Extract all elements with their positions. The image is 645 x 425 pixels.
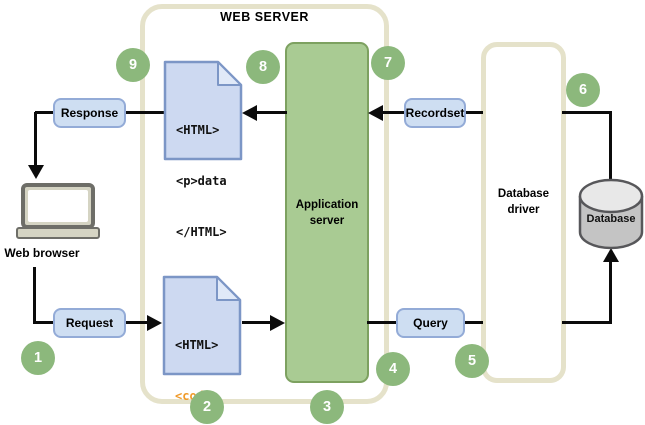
step-badge-1: 1 bbox=[21, 341, 55, 375]
flow-line bbox=[123, 111, 164, 114]
arrowhead-left-icon bbox=[242, 105, 257, 121]
arrowhead-right-icon bbox=[270, 315, 285, 331]
flow-line bbox=[34, 112, 37, 166]
flow-line bbox=[609, 111, 612, 181]
html-response-document-icon: <HTML> <p>data </HTML> bbox=[163, 60, 243, 239]
document-shape-icon bbox=[163, 60, 243, 161]
application-server-label-line2: server bbox=[309, 214, 345, 227]
step-badge-9: 9 bbox=[116, 48, 150, 82]
flow-line bbox=[367, 321, 398, 324]
step-badge-2: 2 bbox=[190, 390, 224, 424]
laptop-screen bbox=[21, 183, 95, 229]
flow-line bbox=[33, 321, 55, 324]
query-label: Query bbox=[396, 308, 465, 338]
arrowhead-left-icon bbox=[368, 105, 383, 121]
flow-line bbox=[462, 321, 483, 324]
recordset-label: Recordset bbox=[404, 98, 466, 128]
web-server-title: WEB SERVER bbox=[220, 10, 309, 24]
database-driver-label: Database driver bbox=[481, 186, 566, 218]
application-server-label-line1: Application bbox=[295, 198, 359, 211]
flow-line bbox=[257, 111, 287, 114]
database-label: Database bbox=[586, 213, 636, 225]
application-server-box: Application server bbox=[285, 42, 369, 383]
flow-line bbox=[609, 262, 612, 323]
step-badge-5: 5 bbox=[455, 344, 489, 378]
step-badge-6: 6 bbox=[566, 73, 600, 107]
web-browser-label: Web browser bbox=[4, 246, 80, 260]
database-icon bbox=[578, 178, 644, 250]
step-badge-8: 8 bbox=[246, 50, 280, 84]
arrowhead-down-icon bbox=[28, 165, 44, 179]
database-driver-container bbox=[481, 42, 566, 383]
arrowhead-right-icon bbox=[147, 315, 162, 331]
doc-line: </HTML> bbox=[176, 225, 227, 239]
step-badge-3: 3 bbox=[310, 390, 344, 424]
arrowhead-up-icon bbox=[603, 248, 619, 262]
flow-line bbox=[33, 267, 36, 323]
document-shape-icon bbox=[162, 275, 242, 376]
laptop-base bbox=[16, 227, 100, 239]
html-request-document-icon: <HTML> <code> </HTML> bbox=[162, 275, 242, 403]
flow-line bbox=[242, 321, 271, 324]
flow-line bbox=[35, 111, 54, 114]
doc-line: <HTML> bbox=[175, 338, 219, 352]
database-driver-label-line2: driver bbox=[507, 204, 540, 216]
doc-line: <p>data bbox=[176, 174, 227, 188]
laptop-screen-inner bbox=[28, 190, 88, 222]
database-driver-label-line1: Database bbox=[497, 188, 550, 200]
web-browser-icon bbox=[16, 183, 100, 240]
doc-line: <HTML> bbox=[176, 123, 220, 137]
flow-line bbox=[462, 111, 483, 114]
request-label: Request bbox=[53, 308, 126, 338]
step-badge-7: 7 bbox=[371, 46, 405, 80]
flow-line bbox=[383, 111, 406, 114]
flow-line bbox=[123, 321, 149, 324]
flow-line bbox=[562, 321, 612, 324]
step-badge-4: 4 bbox=[376, 352, 410, 386]
response-label: Response bbox=[53, 98, 126, 128]
flow-line bbox=[562, 111, 612, 114]
response-doc-code: <HTML> <p>data </HTML> bbox=[176, 88, 227, 275]
